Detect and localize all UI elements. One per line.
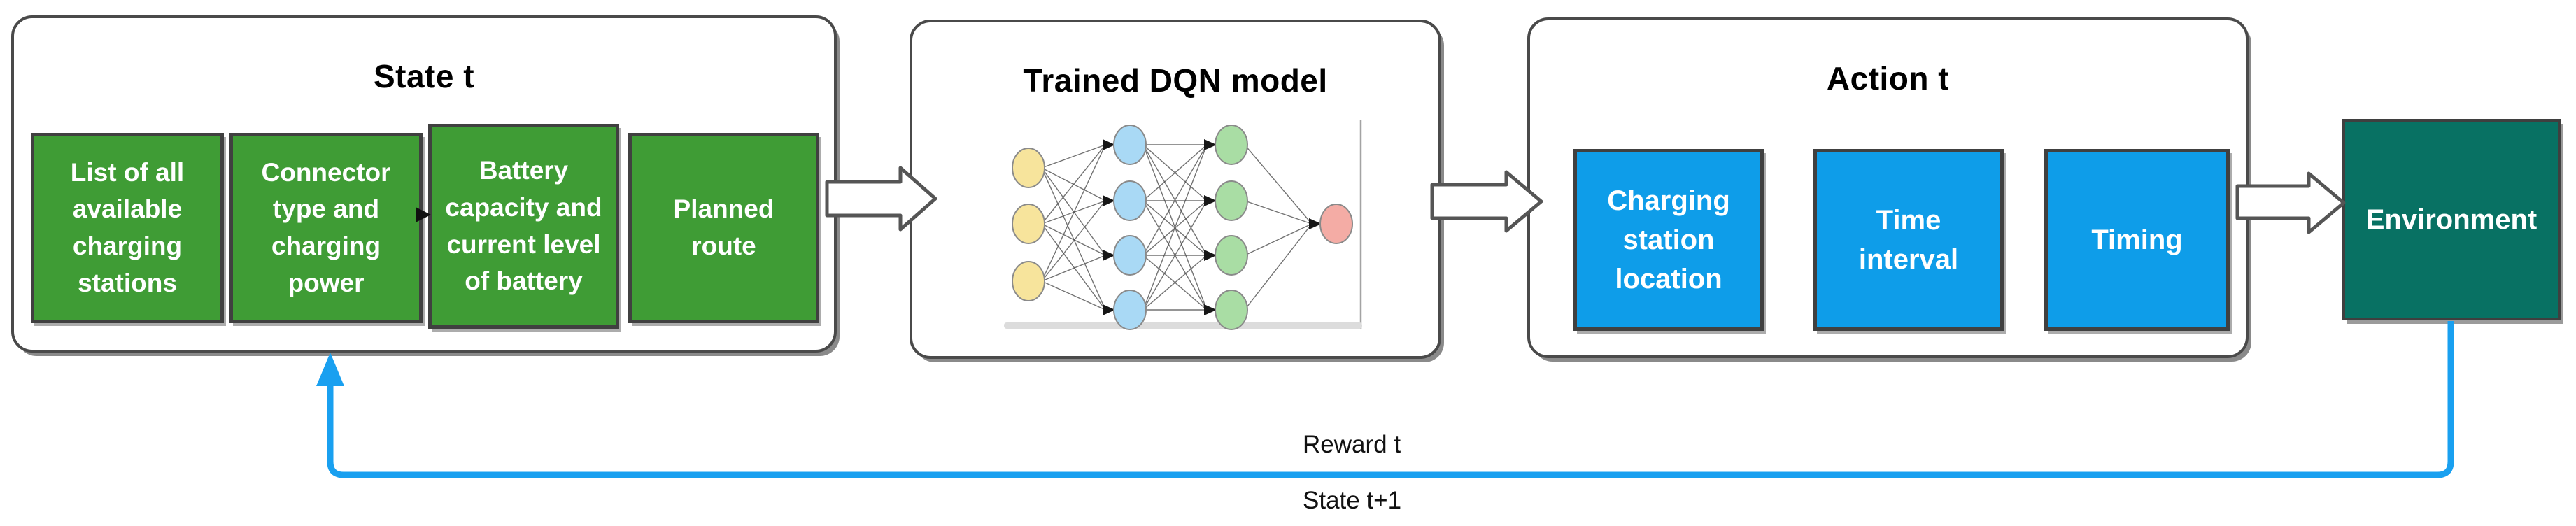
arrow-dqn-to-action-icon <box>1430 170 1543 233</box>
nn-connection <box>1244 223 1312 256</box>
output-layer-node-1 <box>1319 204 1353 244</box>
nn-connection <box>1041 280 1106 311</box>
nn-connection <box>1041 223 1106 311</box>
state-box-planned-route: Planned route <box>628 133 819 323</box>
hidden-layer-2-node-3 <box>1215 235 1248 276</box>
hidden-layer-1-node-4 <box>1113 290 1147 330</box>
dqn-network-figure <box>1004 120 1362 330</box>
action-box-label: Timing <box>2091 225 2183 255</box>
action-box-label: Time interval <box>1858 205 1959 275</box>
nn-arrowhead-icon <box>1103 250 1115 261</box>
nn-connection <box>1244 200 1312 225</box>
nn-arrowhead-icon <box>1204 195 1217 206</box>
hidden-layer-2-node-1 <box>1215 125 1248 165</box>
nn-connection <box>1244 144 1312 225</box>
nn-connection <box>1142 144 1208 256</box>
hidden-layer-1-node-2 <box>1113 180 1147 221</box>
state-box-label: List of all available charging stations <box>70 157 185 297</box>
nn-connection <box>1041 144 1106 169</box>
nn-connection <box>1041 255 1106 282</box>
nn-arrowhead-icon <box>1204 250 1217 261</box>
action-panel-title: Action t <box>1826 60 1950 97</box>
arrow-action-to-environment-icon <box>2235 171 2346 234</box>
action-box-label: Charging station location <box>1607 185 1730 294</box>
figure-bottom-strip <box>1004 322 1362 329</box>
nn-connection <box>1142 144 1208 201</box>
state-box-connector-type: Connector type and charging power <box>229 133 423 323</box>
input-layer-node-3 <box>1012 261 1045 301</box>
nn-arrowhead-icon <box>1309 218 1322 229</box>
hidden-layer-1-node-3 <box>1113 235 1147 276</box>
state-box-label: Battery capacity and current level of ba… <box>445 156 602 296</box>
input-layer-node-1 <box>1012 148 1045 188</box>
nn-connection <box>1244 223 1312 311</box>
state-box-battery: Battery capacity and current level of ba… <box>428 124 619 329</box>
action-box-time-interval: Time interval <box>1813 149 2004 331</box>
nn-arrowhead-icon <box>1204 139 1217 150</box>
nn-connection <box>1142 144 1208 311</box>
state-box-charging-stations: List of all available charging stations <box>31 133 224 323</box>
state-panel-title: State t <box>373 58 475 94</box>
nn-connection <box>1142 200 1208 311</box>
nn-connection <box>1041 200 1106 282</box>
action-box-timing: Timing <box>2044 149 2230 331</box>
hidden-layer-2-node-2 <box>1215 180 1248 221</box>
nn-arrowhead-icon <box>1103 139 1115 150</box>
nn-connection <box>1041 167 1106 256</box>
environment-box: Environment <box>2342 119 2561 320</box>
hidden-layer-1-node-1 <box>1113 125 1147 165</box>
action-box-station-location: Charging station location <box>1573 149 1764 331</box>
dqn-panel: Trained DQN model <box>910 20 1441 359</box>
nn-arrowhead-icon <box>1103 304 1115 315</box>
nn-connection <box>1142 255 1208 311</box>
state-box-label: Planned route <box>673 194 774 260</box>
state-box-label: Connector type and charging power <box>261 157 391 297</box>
reward-label: Reward t <box>1303 431 1401 458</box>
hidden-layer-2-node-4 <box>1215 290 1248 330</box>
dqn-panel-title: Trained DQN model <box>1023 62 1328 99</box>
nn-connection <box>1041 167 1106 311</box>
input-layer-node-2 <box>1012 204 1045 244</box>
nn-arrowhead-icon <box>1204 304 1217 315</box>
action-panel: Action t Charging station location Time … <box>1527 17 2249 358</box>
environment-label: Environment <box>2365 204 2538 235</box>
nn-connection <box>1041 144 1106 282</box>
nn-arrowhead-icon <box>1103 195 1115 206</box>
feedback-arrowhead-icon <box>316 353 344 386</box>
state-panel: State t List of all available charging s… <box>11 15 837 353</box>
state-next-label: State t+1 <box>1303 487 1402 514</box>
nn-connection <box>1041 167 1106 201</box>
